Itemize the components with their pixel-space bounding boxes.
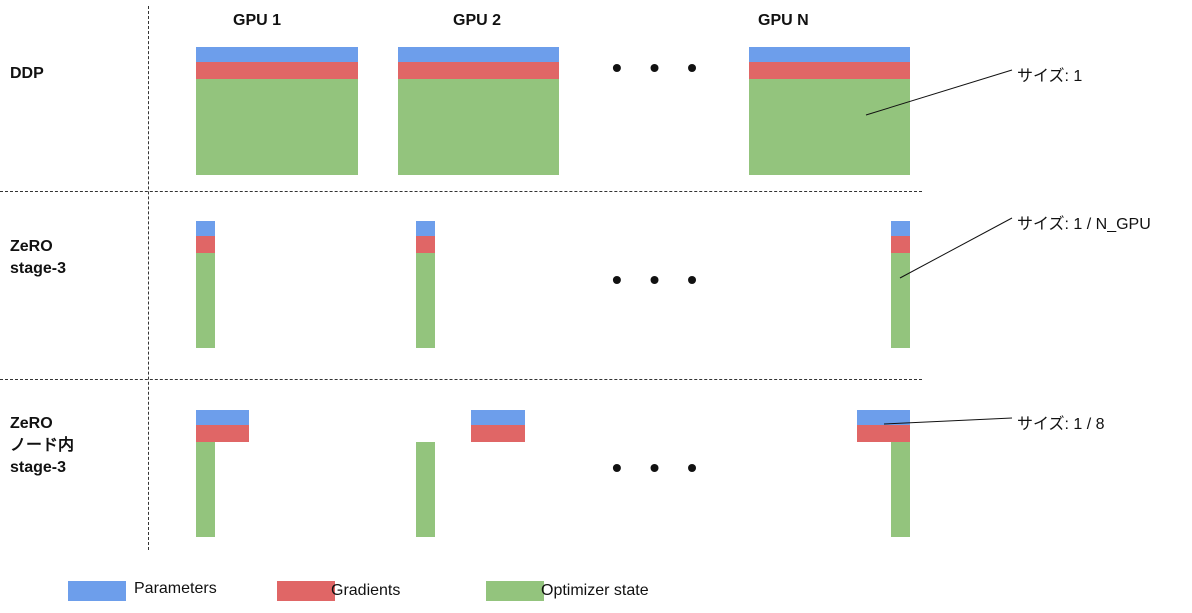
zero3-intranode-gpu1-gradients-block (196, 425, 249, 442)
legend-parameters-label: Parameters (134, 580, 217, 597)
zero3-intranode-gpu1-parameters-block (196, 410, 249, 425)
row-label-zero3: ZeRO stage-3 (10, 236, 66, 280)
gpu1-header: GPU 1 (233, 12, 282, 29)
zero3-gpu1-optimizer-block (196, 253, 215, 348)
legend-gradients-swatch (277, 581, 335, 601)
zero3-intranode-gpu2-parameters-block (471, 410, 525, 425)
ddp-ellipsis: • • • (612, 52, 707, 83)
ddp-size-leader-line (865, 69, 1013, 116)
legend-optimizer-swatch (486, 581, 544, 601)
ddp-gpu1-gradients-block (196, 62, 358, 79)
ddp-size-note: サイズ: 1 (1017, 68, 1083, 85)
zero3-intranode-gpun-optimizer-block (891, 442, 910, 537)
row-label-zero3-line2: stage-3 (10, 260, 67, 277)
zero3-intranode-ellipsis: • • • (612, 452, 707, 483)
zero3-intranode-gpun-gradients-block (857, 425, 910, 442)
ddp-gpu2-gradients-block (398, 62, 559, 79)
zero3-intranode-gpun-parameters-block (857, 410, 910, 425)
zero3-gpun-parameters-block (891, 221, 910, 236)
ddp-gpu2-parameters-block (398, 47, 559, 62)
ddp-gpu1-optimizer-block (196, 79, 358, 175)
legend-gradients-label: Gradients (331, 582, 401, 599)
zero3-gpu2-parameters-block (416, 221, 435, 236)
zero3-intranode-size-leader-line (883, 417, 1013, 425)
legend-optimizer-label: Optimizer state (541, 582, 649, 599)
ddp-gpun-gradients-block (749, 62, 910, 79)
zero3-ellipsis: • • • (612, 264, 707, 295)
ddp-gpun-optimizer-block (749, 79, 910, 175)
row-label-ddp: DDP (10, 65, 44, 82)
gpu2-header: GPU 2 (453, 12, 502, 29)
zero3-gpu1-gradients-block (196, 236, 215, 253)
zero3-gpu1-parameters-block (196, 221, 215, 236)
row-divider-2 (0, 379, 922, 380)
zero3-intranode-size-note: サイズ: 1 / 8 (1017, 416, 1105, 433)
zero3-gpun-optimizer-block (891, 253, 910, 348)
ddp-gpu2-optimizer-block (398, 79, 559, 175)
row-label-zero3-intranode-line2: ノード内 (10, 437, 75, 454)
zero3-intranode-gpu2-optimizer-block (416, 442, 435, 537)
row-label-zero3-intranode-line3: stage-3 (10, 459, 67, 476)
row-label-zero3-intranode: ZeRO ノード内 stage-3 (10, 413, 74, 479)
zero3-intranode-gpu2-gradients-block (471, 425, 525, 442)
row-label-zero3-line1: ZeRO (10, 238, 53, 255)
zero3-intranode-gpu1-optimizer-block (196, 442, 215, 537)
ddp-gpu1-parameters-block (196, 47, 358, 62)
zero3-gpu2-gradients-block (416, 236, 435, 253)
ddp-gpun-parameters-block (749, 47, 910, 62)
vertical-divider (148, 6, 149, 550)
zero3-size-note: サイズ: 1 / N_GPU (1017, 216, 1151, 233)
legend-parameters-swatch (68, 581, 126, 601)
gpun-header: GPU N (758, 12, 809, 29)
row-label-zero3-intranode-line1: ZeRO (10, 415, 53, 432)
zero3-size-leader-line (899, 217, 1013, 279)
row-divider-1 (0, 191, 922, 192)
zero3-gpun-gradients-block (891, 236, 910, 253)
zero3-gpu2-optimizer-block (416, 253, 435, 348)
